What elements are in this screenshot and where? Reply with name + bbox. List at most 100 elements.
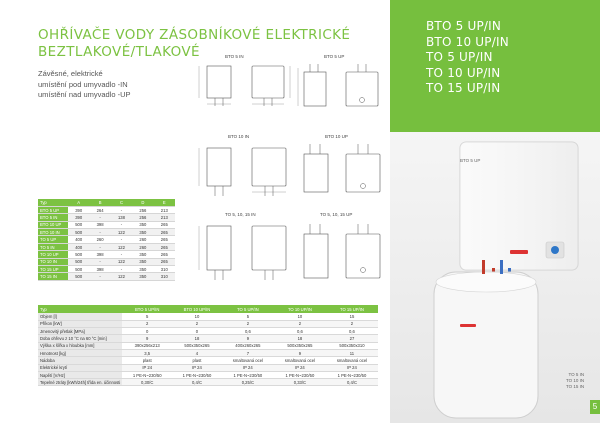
column-header: B [89, 199, 111, 207]
table-cell: 5 [122, 313, 173, 321]
table-cell: 500x350x310 [325, 342, 378, 351]
table-cell: 500x350x265 [273, 342, 326, 351]
table-cell: 2 [325, 320, 378, 329]
table-cell: plast [172, 356, 222, 365]
table-cell: 0,6 [221, 327, 274, 336]
table-cell: 350 [132, 258, 154, 267]
table-cell: 15 [325, 313, 378, 321]
table-cell: 350 [132, 272, 154, 281]
photo-label: TO 15 IN [566, 384, 585, 389]
column-header: TO 15 UP/IN [325, 305, 378, 313]
table-cell: 350 [132, 221, 154, 230]
model-name: TO 10 UP/IN [426, 65, 501, 80]
table-cell: 400 [68, 243, 90, 252]
table-cell: 122 [110, 272, 133, 281]
table-cell: IP 24 [221, 364, 274, 372]
table-cell: - [110, 206, 133, 215]
diagram-bto10up-front [340, 140, 386, 200]
row-label-cell: Tepelné ztráty [kWh/24h] třída en. účinn… [38, 378, 123, 387]
diagram-to-in-side [193, 218, 245, 286]
column-header: E [153, 199, 175, 207]
table-cell: 256 [132, 206, 154, 215]
subtitle-line: Závěsné, elektrické [38, 69, 103, 78]
column-header: TO 5 UP/IN [221, 305, 274, 313]
spec-table: Typ BTO 5 UP/IN BTO 10 UP/IN TO 5 UP/IN … [38, 305, 378, 387]
model-name: TO 5 UP/IN [426, 50, 493, 65]
table-cell: 350 [132, 250, 154, 259]
diagram-label: TO 5, 10, 15 UP [320, 212, 353, 217]
table-cell: 213 [153, 213, 175, 222]
subtitle: Závěsné, elektrické umístění pod umyvadl… [38, 69, 188, 101]
left-column: OHŘÍVAČE VODY ZÁSOBNÍKOVÉ ELEKTRICKÉ B E Z… [38, 27, 386, 387]
column-header: Typ [38, 305, 123, 313]
table-cell: 0 [122, 327, 173, 336]
table-cell: 500 [68, 250, 90, 259]
title-line-1: OHŘÍVAČE VODY ZÁSOBNÍKOVÉ ELEKTRICKÉ [38, 27, 351, 43]
table-row: Tepelné ztráty [kWh/24h] třída en. účinn… [38, 378, 378, 387]
table-cell: 390 [68, 213, 90, 222]
table-cell: 1 PE-N~230/50 [221, 371, 274, 380]
table-cell: - [110, 265, 133, 274]
table-cell: 122 [110, 258, 133, 267]
row-label-cell: BTO 10 IN [38, 228, 68, 237]
table-cell: 265 [153, 250, 175, 259]
row-label-cell: Hmotnost [kg] [38, 349, 123, 358]
model-panel: BTO 5 UP/IN BTO 10 UP/IN TO 5 UP/IN TO 1… [390, 0, 600, 132]
row-label-cell: Příkon [kW] [38, 320, 123, 329]
table-cell: 260 [132, 243, 154, 252]
table-cell: 2 [172, 320, 222, 329]
column-header: TO 10 UP/IN [273, 305, 326, 313]
table-cell: 265 [153, 258, 175, 267]
product-photo [390, 132, 600, 423]
model-list: BTO 5 UP/IN BTO 10 UP/IN TO 5 UP/IN TO 1… [426, 19, 509, 97]
diagram-label: TO 5, 10, 15 IN [225, 212, 256, 217]
table-header-row: Typ BTO 5 UP/IN BTO 10 UP/IN TO 5 UP/IN … [38, 305, 378, 313]
table-cell: 4 [172, 349, 222, 358]
diagram-to-up-side [294, 218, 340, 286]
table-cell: 18 [273, 334, 326, 343]
table-cell: 10 [273, 313, 326, 321]
table-cell: 9 [221, 334, 274, 343]
column-header: Typ [38, 199, 68, 207]
table-cell: 265 [153, 243, 175, 252]
table-cell: 122 [110, 228, 133, 237]
photo-label: TO 5 IN [568, 372, 585, 377]
subtitle-line: umístění pod umyvadlo -IN [38, 79, 128, 89]
photo-label: TO 10 IN [566, 378, 585, 383]
diagram-bto10in-side [193, 140, 245, 200]
table-cell: 265 [153, 235, 175, 244]
diagram-bto5up-side [294, 60, 340, 116]
row-label-cell: Nádoba [38, 356, 123, 365]
table-cell: 264 [89, 206, 111, 215]
photo-label-top: BTO 5 UP [460, 158, 481, 163]
row-label-cell: Doba ohřevu z 10 °C na 60 °C [min] [38, 334, 123, 343]
diagram-label: BTO 5 UP [324, 54, 345, 59]
column-header: BTO 5 UP/IN [122, 305, 173, 313]
table-cell: smaltovaná ocel [325, 356, 378, 365]
table-cell: 390x256x213 [122, 342, 173, 351]
table-cell: 390 [68, 206, 90, 215]
table-cell: 500 [68, 258, 90, 267]
diagram-to-in-front [244, 218, 296, 286]
photo-labels-bottom: TO 5 IN TO 10 IN TO 15 IN [566, 372, 584, 390]
table-cell: 400x260x265 [221, 342, 274, 351]
table-cell: 11 [325, 349, 378, 358]
table-cell: 265 [153, 228, 175, 237]
diagram-label: BTO 10 IN [228, 134, 250, 139]
row-label-cell: BTO 10 UP [38, 221, 68, 230]
table-cell: IP 24 [122, 364, 173, 372]
table-cell: 2 [221, 320, 274, 329]
table-cell: 0 [172, 327, 222, 336]
table-cell: 3,5 [122, 349, 173, 358]
